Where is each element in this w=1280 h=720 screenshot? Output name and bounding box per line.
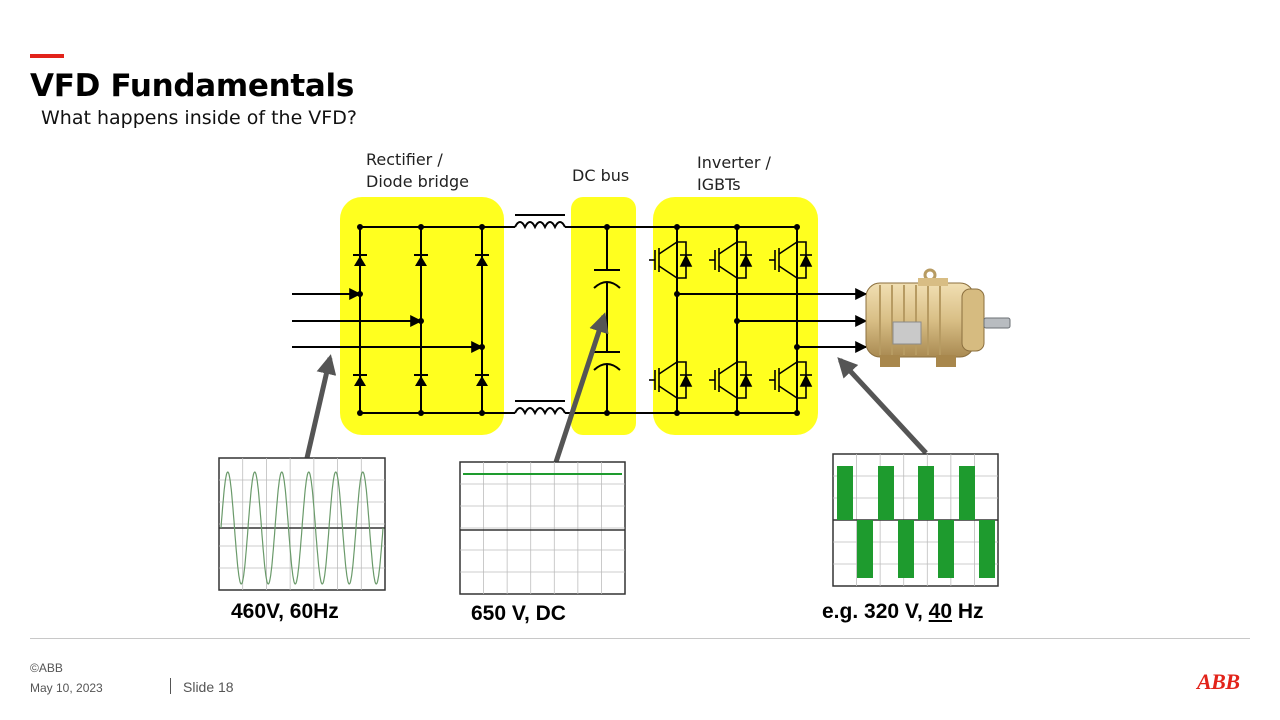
footer-divider: [30, 638, 1250, 639]
inverter-label-line1: Inverter /: [697, 153, 771, 172]
motor-icon: [865, 268, 1011, 367]
output-waveform-caption: e.g. 320 V, 40 Hz: [822, 600, 984, 624]
igbt-group: [649, 241, 813, 399]
igbt-icon: [709, 241, 753, 279]
slide-title: VFD Fundamentals: [30, 68, 354, 104]
diode-icon: [354, 376, 366, 386]
scope-dc: [459, 461, 626, 595]
abb-logo: ABB: [1197, 669, 1240, 694]
diode-icon: [415, 376, 427, 386]
diode-icon: [476, 256, 488, 266]
diode-icon: [354, 256, 366, 266]
igbt-icon: [649, 241, 693, 279]
output-caption-pre: e.g. 320 V,: [822, 600, 929, 623]
igbt-icon: [769, 241, 813, 279]
diode-icon: [415, 256, 427, 266]
footer-slide-number: Slide 18: [183, 679, 234, 695]
footer-copyright: ©ABB: [30, 661, 63, 675]
scope-pwm: [832, 453, 999, 587]
rectifier-label-line1: Rectifier /: [366, 150, 443, 169]
footer-separator: [170, 678, 171, 694]
dc-waveform-caption: 650 V, DC: [471, 602, 566, 625]
rectifier-label-line2: Diode bridge: [366, 172, 469, 191]
igbt-icon: [769, 361, 813, 399]
rectifier-label: Rectifier / Diode bridge: [366, 149, 469, 193]
dc-bus-label: DC bus: [572, 166, 630, 185]
output-caption-frequency: 40: [928, 600, 952, 623]
input-waveform-caption: 460V, 60Hz: [231, 600, 339, 623]
igbt-icon: [709, 361, 753, 399]
output-caption-post: Hz: [952, 600, 984, 623]
slide-subtitle: What happens inside of the VFD?: [41, 107, 357, 129]
scope-input: [218, 457, 386, 591]
inverter-label-line2: IGBTs: [697, 175, 741, 194]
igbt-icon: [649, 361, 693, 399]
diode-group: [353, 254, 489, 386]
diode-icon: [476, 376, 488, 386]
inverter-highlight: [653, 197, 818, 435]
footer-date: May 10, 2023: [30, 681, 103, 695]
inverter-label: Inverter / IGBTs: [697, 152, 771, 196]
junction-dots: [357, 224, 800, 416]
title-accent-bar: [30, 54, 64, 58]
